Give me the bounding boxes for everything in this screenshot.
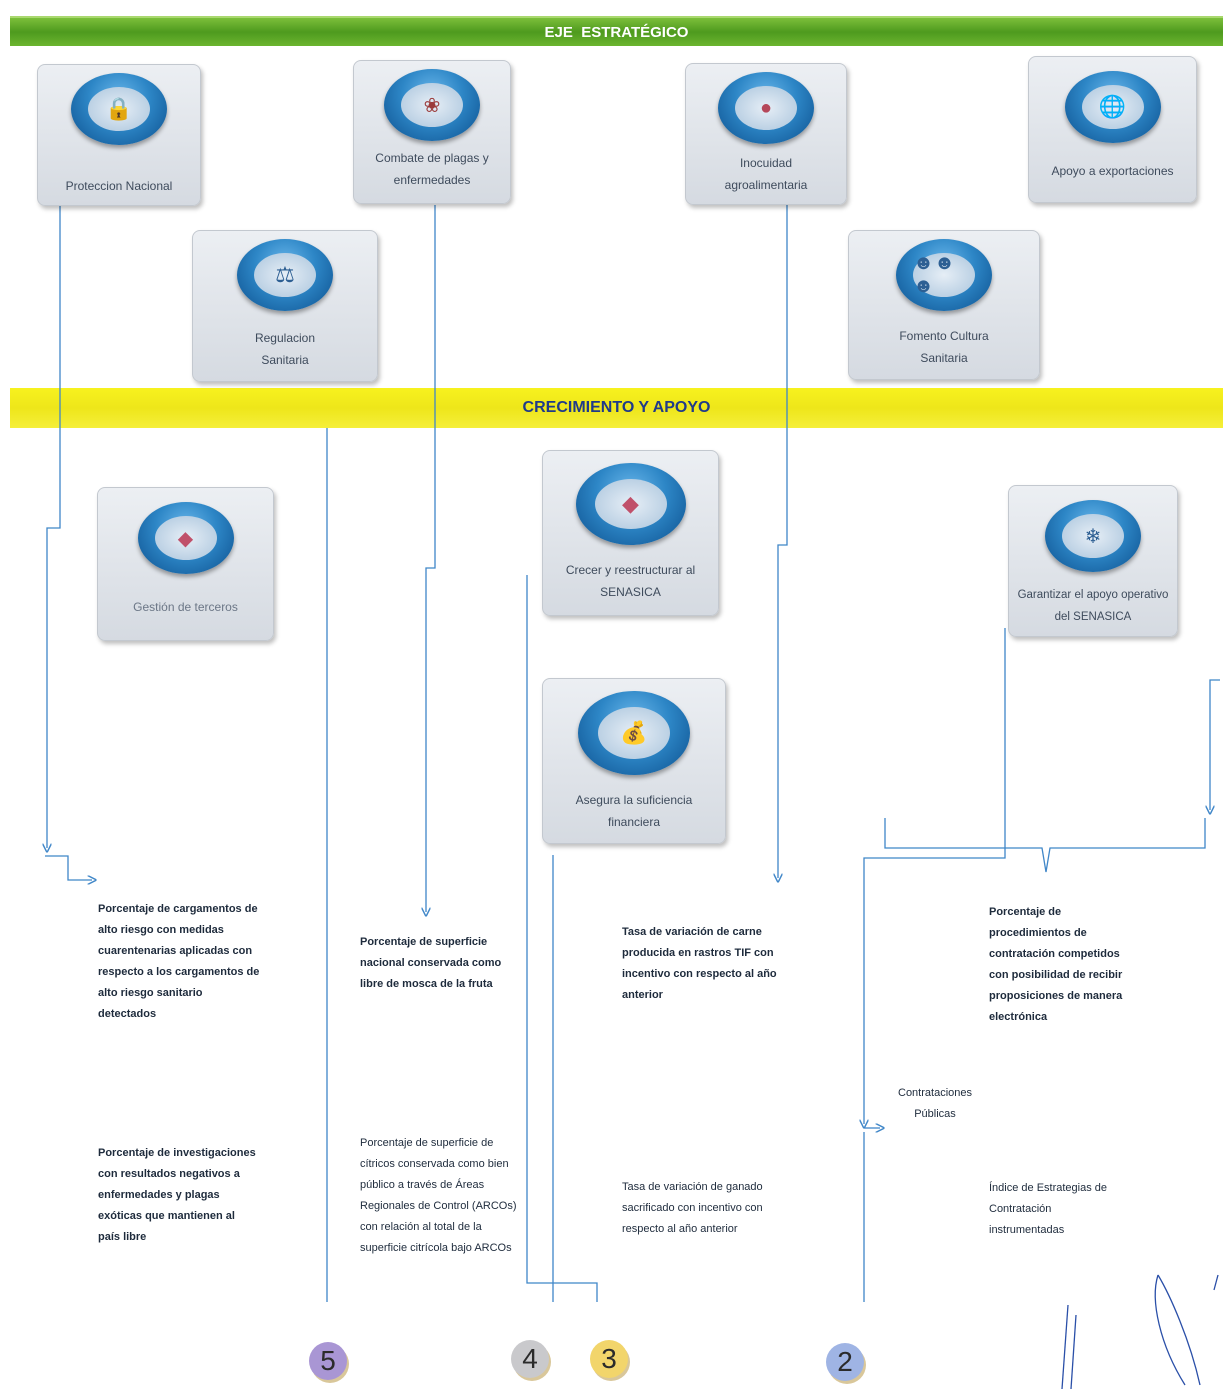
card-label: Crecer y reestructurar al SENASICA [565, 563, 696, 599]
network-icon: ❄ [1084, 525, 1102, 548]
card-crecer-reestructurar: ◆ Crecer y reestructurar al SENASICA [542, 450, 719, 616]
card-label: Regulacion Sanitaria [254, 331, 316, 367]
card-suficiencia-financiera: 💰 Asegura la suficiencia financiera [542, 678, 726, 844]
indicator-contrataciones: Contrataciones Públicas [898, 1087, 972, 1120]
food-icon: ● [759, 96, 773, 119]
scales-icon: ⚖ [275, 262, 295, 287]
number-badge-4: 4 [511, 1340, 549, 1378]
card-label: Asegura la suficiencia financiera [575, 793, 693, 829]
bracket [884, 818, 1206, 873]
card-label: Gestión de terceros [133, 600, 238, 614]
card-label: Garantizar el apoyo operativo del SENASI… [1017, 589, 1169, 623]
indicator-superficie-mosca: Porcentaje de superficie nacional conser… [360, 936, 502, 990]
indicator-cargamentos: Porcentaje de cargamentos de alto riesgo… [98, 903, 260, 1020]
eje-estrategico-band: EJE ESTRATÉGICO [10, 16, 1223, 46]
people-icon: ☻☻☻ [913, 252, 956, 297]
card-label: Fomento Cultura Sanitaria [899, 329, 989, 365]
card-label: Proteccion Nacional [65, 179, 173, 193]
card-garantizar-apoyo: ❄ Garantizar el apoyo operativo del SENA… [1008, 485, 1178, 637]
indicator-procedimientos: Porcentaje de procedimientos de contrata… [989, 906, 1123, 1023]
indicator-ganado: Tasa de variación de ganado sacrificado … [622, 1181, 763, 1235]
number-badge-2: 2 [826, 1343, 864, 1381]
connector-proteccion-branch [45, 855, 92, 880]
crecimiento-label: CRECIMIENTO Y APOYO [522, 399, 711, 416]
card-fomento-cultura: ☻☻☻ Fomento Cultura Sanitaria [848, 230, 1040, 380]
card-combate-plagas: ❀ Combate de plagas y enfermedades [353, 60, 511, 204]
connector-crecer [526, 575, 598, 1302]
moneybag-icon: 💰 [620, 720, 648, 745]
map-icon: ◆ [177, 527, 194, 550]
connector-inocuidad [778, 205, 788, 878]
map-icon: ◆ [622, 491, 639, 516]
indicator-estrategias: Índice de Estrategias de Contratación in… [989, 1182, 1108, 1236]
lock-icon: 🔒 [105, 96, 133, 121]
indicator-carne: Tasa de variación de carne producida en … [622, 926, 777, 1001]
connector-right-arrow [1210, 679, 1220, 810]
eje-estrategico-label: EJE ESTRATÉGICO [544, 23, 689, 41]
number-badge-3: 3 [590, 1340, 628, 1378]
card-label: Combate de plagas y enfermedades [375, 151, 489, 187]
card-label: Inocuidad agroalimentaria [724, 156, 808, 192]
insect-icon: ❀ [423, 94, 441, 117]
crecimiento-band: CRECIMIENTO Y APOYO [10, 388, 1223, 428]
number-badge-5: 5 [309, 1342, 347, 1380]
card-gestion-terceros: ◆ Gestión de terceros [97, 487, 274, 641]
card-inocuidad: ● Inocuidad agroalimentaria [685, 63, 847, 205]
indicator-investigaciones: Porcentaje de investigaciones con result… [98, 1147, 256, 1243]
card-proteccion-nacional: 🔒 Proteccion Nacional [37, 64, 201, 206]
indicator-superficie-citricos: Porcentaje de superficie de cítricos con… [360, 1137, 517, 1254]
card-label: Apoyo a exportaciones [1051, 164, 1174, 178]
connector-garantizar [864, 628, 1006, 1124]
card-regulacion-sanitaria: ⚖ Regulacion Sanitaria [192, 230, 378, 382]
signature-mark [1061, 1274, 1219, 1389]
card-apoyo-exportaciones: 🌐 Apoyo a exportaciones [1028, 56, 1197, 203]
connector-combate [426, 205, 436, 912]
connector-proteccion [47, 205, 61, 848]
globe-icon: 🌐 [1098, 94, 1127, 119]
